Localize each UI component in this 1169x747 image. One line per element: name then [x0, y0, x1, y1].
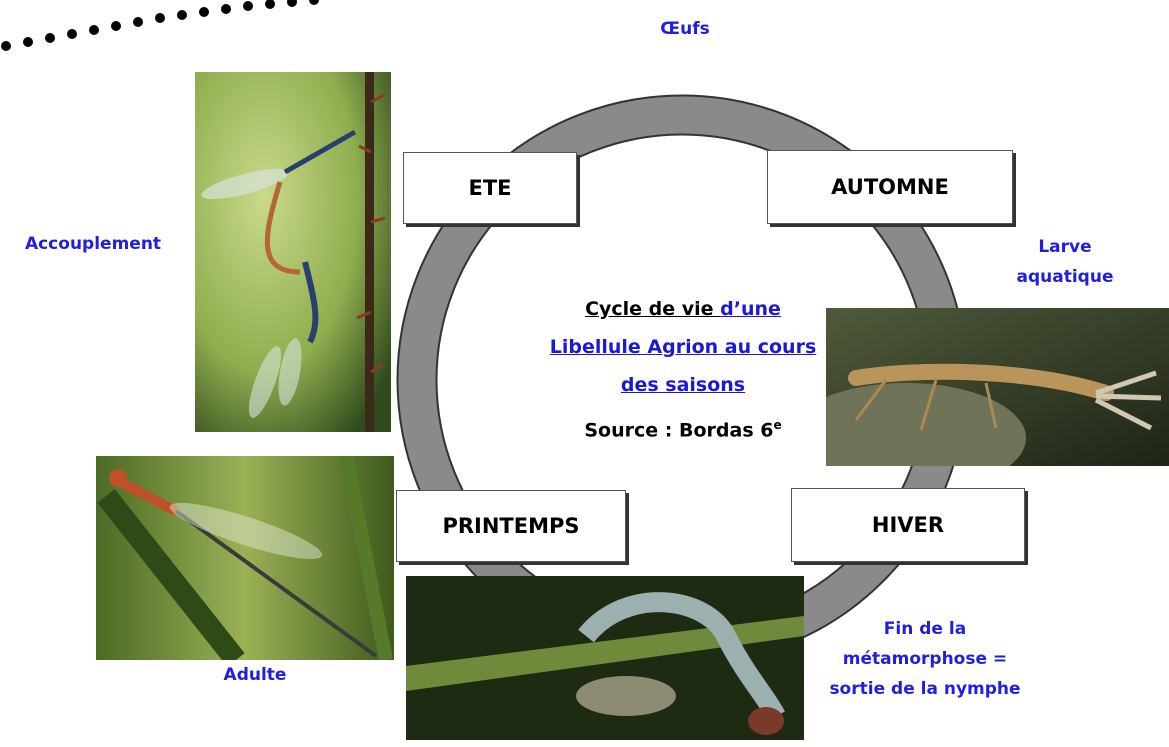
label-larve-aquatique: Larve aquatique — [990, 232, 1140, 292]
label-fin-line3: sortie de la nymphe — [829, 679, 1021, 699]
photo-aquatic-larva — [826, 308, 1169, 466]
label-oeufs: Œufs — [660, 19, 710, 39]
season-box-hiver: HIVER — [791, 488, 1025, 562]
label-larve-line2: aquatique — [1016, 267, 1114, 287]
label-fin-line1: Fin de la — [883, 619, 967, 639]
title-part1: Cycle de vie — [585, 298, 721, 320]
source-citation: Source : Bordas 6e — [548, 418, 818, 441]
photo-adult-damselfly — [96, 456, 394, 660]
season-box-printemps: PRINTEMPS — [396, 490, 626, 562]
adult-photo-svg — [96, 456, 394, 660]
mating-photo-svg — [195, 72, 391, 432]
photo-emergence — [406, 576, 804, 740]
label-larve-line1: Larve — [1038, 237, 1092, 257]
photo-mating-damselflies — [195, 72, 391, 432]
emergence-photo-svg — [406, 576, 804, 740]
season-box-ete: ETE — [403, 152, 577, 224]
dotted-arc-decoration — [1, 0, 319, 51]
title-part2: d’une Libellule Agrion au cours des sais… — [549, 298, 817, 396]
source-text: Source : Bordas 6 — [584, 419, 774, 442]
center-title: Cycle de vie d’une Libellule Agrion au c… — [548, 290, 818, 404]
label-fin-metamorphose: Fin de la métamorphose = sortie de la ny… — [805, 614, 1045, 704]
label-fin-line2: métamorphose = — [842, 649, 1008, 669]
source-sup: e — [773, 418, 782, 432]
label-adulte: Adulte — [223, 665, 287, 685]
label-accouplement: Accouplement — [24, 234, 162, 254]
season-box-automne: AUTOMNE — [767, 150, 1013, 224]
larva-photo-svg — [826, 308, 1169, 466]
